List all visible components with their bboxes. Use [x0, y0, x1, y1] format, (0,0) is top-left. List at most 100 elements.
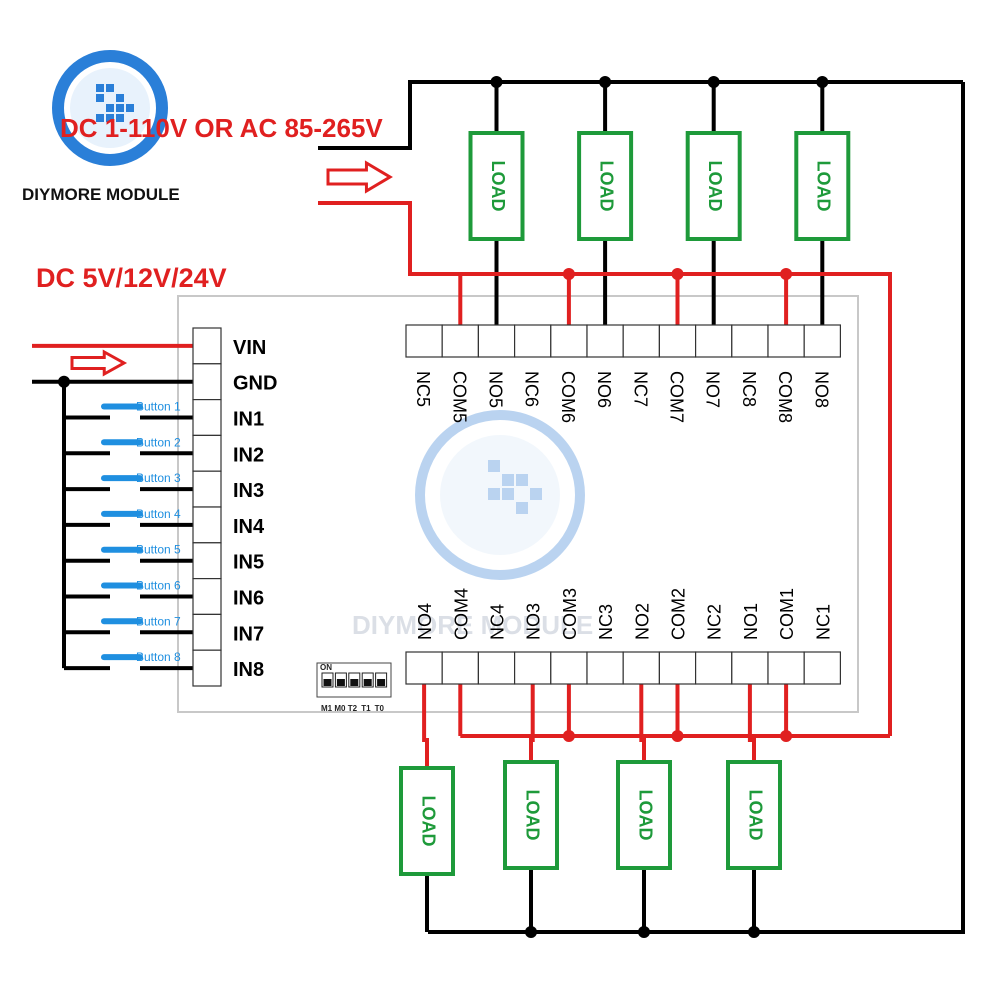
dip-label-m0: M0	[334, 704, 346, 713]
terminal-label-com4: COM4	[451, 588, 471, 640]
terminal-label-no5: NO5	[486, 371, 506, 408]
terminal-label-com8: COM8	[775, 371, 795, 423]
terminal-label-nc2: NC2	[705, 604, 725, 640]
watermark-inner	[440, 435, 560, 555]
bottom-com-junction-dot	[562, 730, 575, 742]
input-supply-arrow	[70, 349, 128, 377]
load-label-top-1: LOAD	[488, 161, 508, 212]
terminal-com1	[767, 651, 805, 685]
load-box-bottom-2	[503, 760, 559, 870]
no-to-load-wire	[529, 668, 535, 762]
terminal-com7	[658, 324, 697, 358]
terminal-label-com1: COM1	[777, 588, 797, 640]
top-com-junction-dot	[671, 268, 684, 280]
load-box-bottom-1	[399, 766, 455, 876]
pin-in8	[192, 649, 222, 687]
no-to-load-wire	[639, 668, 646, 762]
terminal-label-com2: COM2	[669, 588, 689, 640]
load-label-top-4: LOAD	[814, 161, 834, 212]
terminal-label-nc5: NC5	[413, 371, 433, 407]
terminal-label-nc7: NC7	[630, 371, 650, 407]
top-load-junction-dot	[816, 76, 829, 88]
relay-module-board	[177, 295, 859, 713]
terminal-no6	[586, 324, 624, 358]
load-label-bottom-3: LOAD	[635, 790, 655, 841]
load-box-bottom-3	[616, 760, 672, 870]
terminal-nc3	[586, 651, 624, 685]
terminal-com6	[550, 324, 588, 358]
bottom-return-junction-dot	[638, 926, 650, 938]
dip-knob-t0	[377, 679, 386, 686]
load-box-top-4	[794, 131, 851, 241]
input-supply-label: DC 5V/12V/24V	[36, 263, 227, 293]
no-to-load-wire	[747, 668, 756, 762]
load-label-bottom-4: LOAD	[745, 790, 765, 841]
logo-ring	[52, 50, 168, 166]
terminal-nc7	[622, 324, 661, 358]
terminal-label-com6: COM6	[558, 371, 578, 423]
top-load-junction-dot	[599, 76, 612, 88]
pin-label-in1: IN1	[233, 409, 264, 431]
terminal-label-nc6: NC6	[522, 371, 542, 407]
pin-label-in3: IN3	[233, 480, 264, 502]
terminal-label-com3: COM3	[560, 588, 580, 640]
pin-label-in5: IN5	[233, 552, 264, 574]
watermark-blocks-icon	[488, 460, 542, 514]
pin-label-in8: IN8	[233, 659, 264, 681]
dip-label-t2: T2	[348, 704, 358, 713]
load-box-top-2	[577, 131, 634, 241]
terminal-label-nc4: NC4	[488, 604, 508, 640]
dip-knob-t2	[350, 679, 359, 686]
pin-in5	[192, 542, 222, 580]
pin-in6	[192, 577, 222, 615]
button-label-7: Button 7	[136, 614, 181, 628]
terminal-label-nc1: NC1	[813, 604, 833, 640]
terminal-no7	[694, 324, 733, 358]
pin-label-in2: IN2	[233, 444, 264, 466]
terminal-label-no7: NO7	[703, 371, 723, 408]
terminal-label-com5: COM5	[449, 371, 469, 423]
terminal-no1	[731, 651, 769, 685]
terminal-label-no4: NO4	[415, 603, 435, 640]
brand-name: DIYMORE MODULE	[22, 185, 180, 204]
terminal-nc6	[513, 324, 552, 358]
button-label-3: Button 3	[136, 471, 181, 485]
terminal-nc1	[803, 651, 842, 685]
watermark-text: DIYMORE MODULE	[352, 610, 593, 640]
terminal-label-nc8: NC8	[739, 371, 759, 407]
terminal-com8	[767, 324, 805, 358]
supply-red-main	[318, 201, 892, 736]
top-com-junction-dot	[562, 268, 575, 280]
button-label-1: Button 1	[136, 400, 181, 414]
gnd-junction-dot	[58, 375, 70, 388]
bottom-return-junction-dot	[525, 926, 537, 938]
dip-knob-t1	[363, 679, 372, 686]
pin-in4	[192, 506, 222, 544]
button-label-2: Button 2	[136, 435, 181, 449]
load-box-top-3	[685, 131, 742, 241]
terminal-com5	[441, 324, 480, 358]
dip-label-m1: M1	[321, 704, 333, 713]
pin-in3	[192, 470, 222, 508]
pin-label-in7: IN7	[233, 623, 264, 645]
terminal-no5	[477, 324, 516, 358]
load-supply-arrow	[326, 160, 393, 194]
logo-blocks-icon	[96, 84, 134, 122]
pin-label-vin: VIN	[233, 337, 266, 359]
button-label-8: Button 8	[136, 650, 181, 664]
watermark	[415, 410, 585, 580]
load-supply-label: DC 1-110V OR AC 85-265V	[60, 113, 383, 143]
terminal-com2	[658, 651, 697, 685]
terminal-no8	[803, 324, 842, 358]
terminal-nc5	[405, 324, 443, 358]
terminal-label-no8: NO8	[811, 371, 831, 408]
pin-in2	[192, 434, 222, 472]
watermark-ring	[415, 410, 585, 580]
button-label-6: Button 6	[136, 579, 181, 593]
load-label-bottom-1: LOAD	[418, 796, 438, 847]
button-label-5: Button 5	[136, 543, 181, 557]
terminal-com4	[441, 651, 480, 685]
terminal-nc2	[694, 651, 733, 685]
